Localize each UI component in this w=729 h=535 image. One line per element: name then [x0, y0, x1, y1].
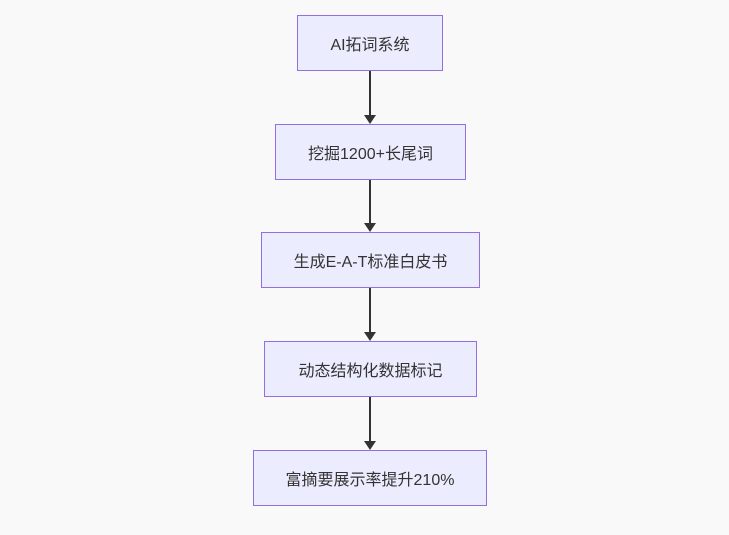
arrow-line [369, 180, 371, 223]
flow-node-label: 生成E-A-T标准白皮书 [293, 254, 448, 271]
arrow-down-icon [364, 115, 376, 124]
flow-node-ai-keyword-system: AI拓词系统 [297, 15, 443, 71]
flow-node-label: AI拓词系统 [330, 37, 410, 54]
arrow-line [369, 71, 371, 115]
arrow-down-icon [364, 223, 376, 232]
arrow-down-icon [364, 332, 376, 341]
flow-node-label: 挖掘1200+长尾词 [308, 146, 433, 163]
flow-node-longtail-mining: 挖掘1200+长尾词 [275, 124, 466, 180]
flow-node-label: 富摘要展示率提升210% [285, 472, 455, 489]
flow-node-rich-snippet-result: 富摘要展示率提升210% [253, 450, 487, 506]
arrow-line [369, 397, 371, 441]
flow-edge-2 [358, 180, 382, 232]
flow-edge-1 [358, 71, 382, 124]
flow-node-structured-data-markup: 动态结构化数据标记 [264, 341, 477, 397]
arrow-line [369, 288, 371, 332]
flow-node-label: 动态结构化数据标记 [298, 363, 443, 380]
arrow-down-icon [364, 441, 376, 450]
flow-node-eat-whitepaper: 生成E-A-T标准白皮书 [261, 232, 480, 288]
flow-edge-4 [358, 397, 382, 450]
flow-edge-3 [358, 288, 382, 341]
